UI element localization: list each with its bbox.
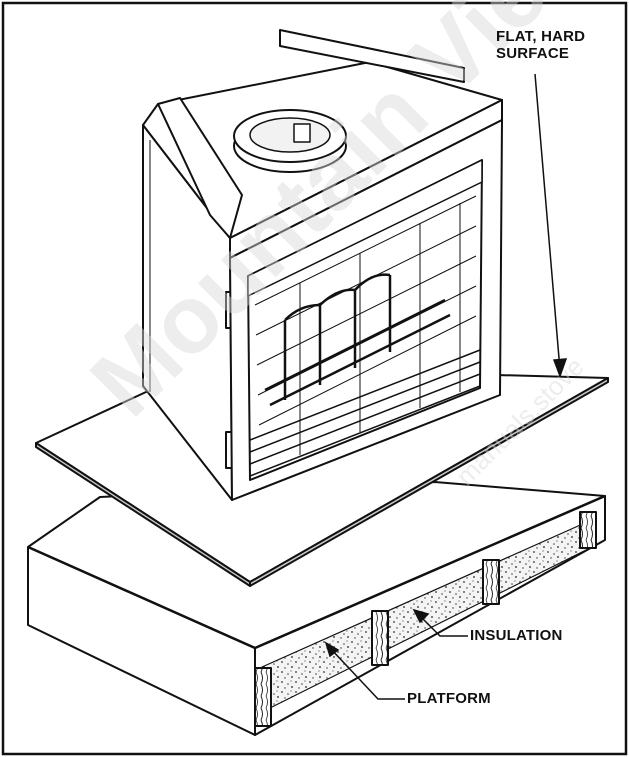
joist-2 [371, 610, 389, 666]
flue-damper [293, 123, 311, 143]
leader-lines [324, 73, 568, 700]
joist-4 [579, 511, 597, 549]
callout-insulation: INSULATION [470, 627, 563, 644]
hood-band [247, 159, 483, 297]
arrowhead-insulation [412, 608, 430, 624]
leader-insulation [417, 613, 468, 637]
joist-1 [254, 667, 272, 727]
top-standoff-left [157, 97, 243, 239]
flue-opening [249, 117, 331, 153]
arrowhead-flat-surface [552, 358, 568, 379]
top-standoff-rear [279, 29, 465, 83]
log-grate [264, 273, 451, 407]
callout-platform: PLATFORM [407, 690, 491, 707]
fireplace-unit [142, 29, 503, 501]
leader-flat-surface [534, 73, 561, 371]
arrowhead-platform [324, 641, 340, 658]
callout-flat-hard-surface: FLAT, HARD SURFACE [496, 28, 585, 62]
callout-flat-line1: FLAT, HARD [496, 28, 586, 45]
leader-platform [329, 647, 405, 700]
joist-3 [482, 559, 500, 605]
bottom-louver [249, 349, 481, 477]
callout-flat-line2: SURFACE [496, 45, 570, 62]
